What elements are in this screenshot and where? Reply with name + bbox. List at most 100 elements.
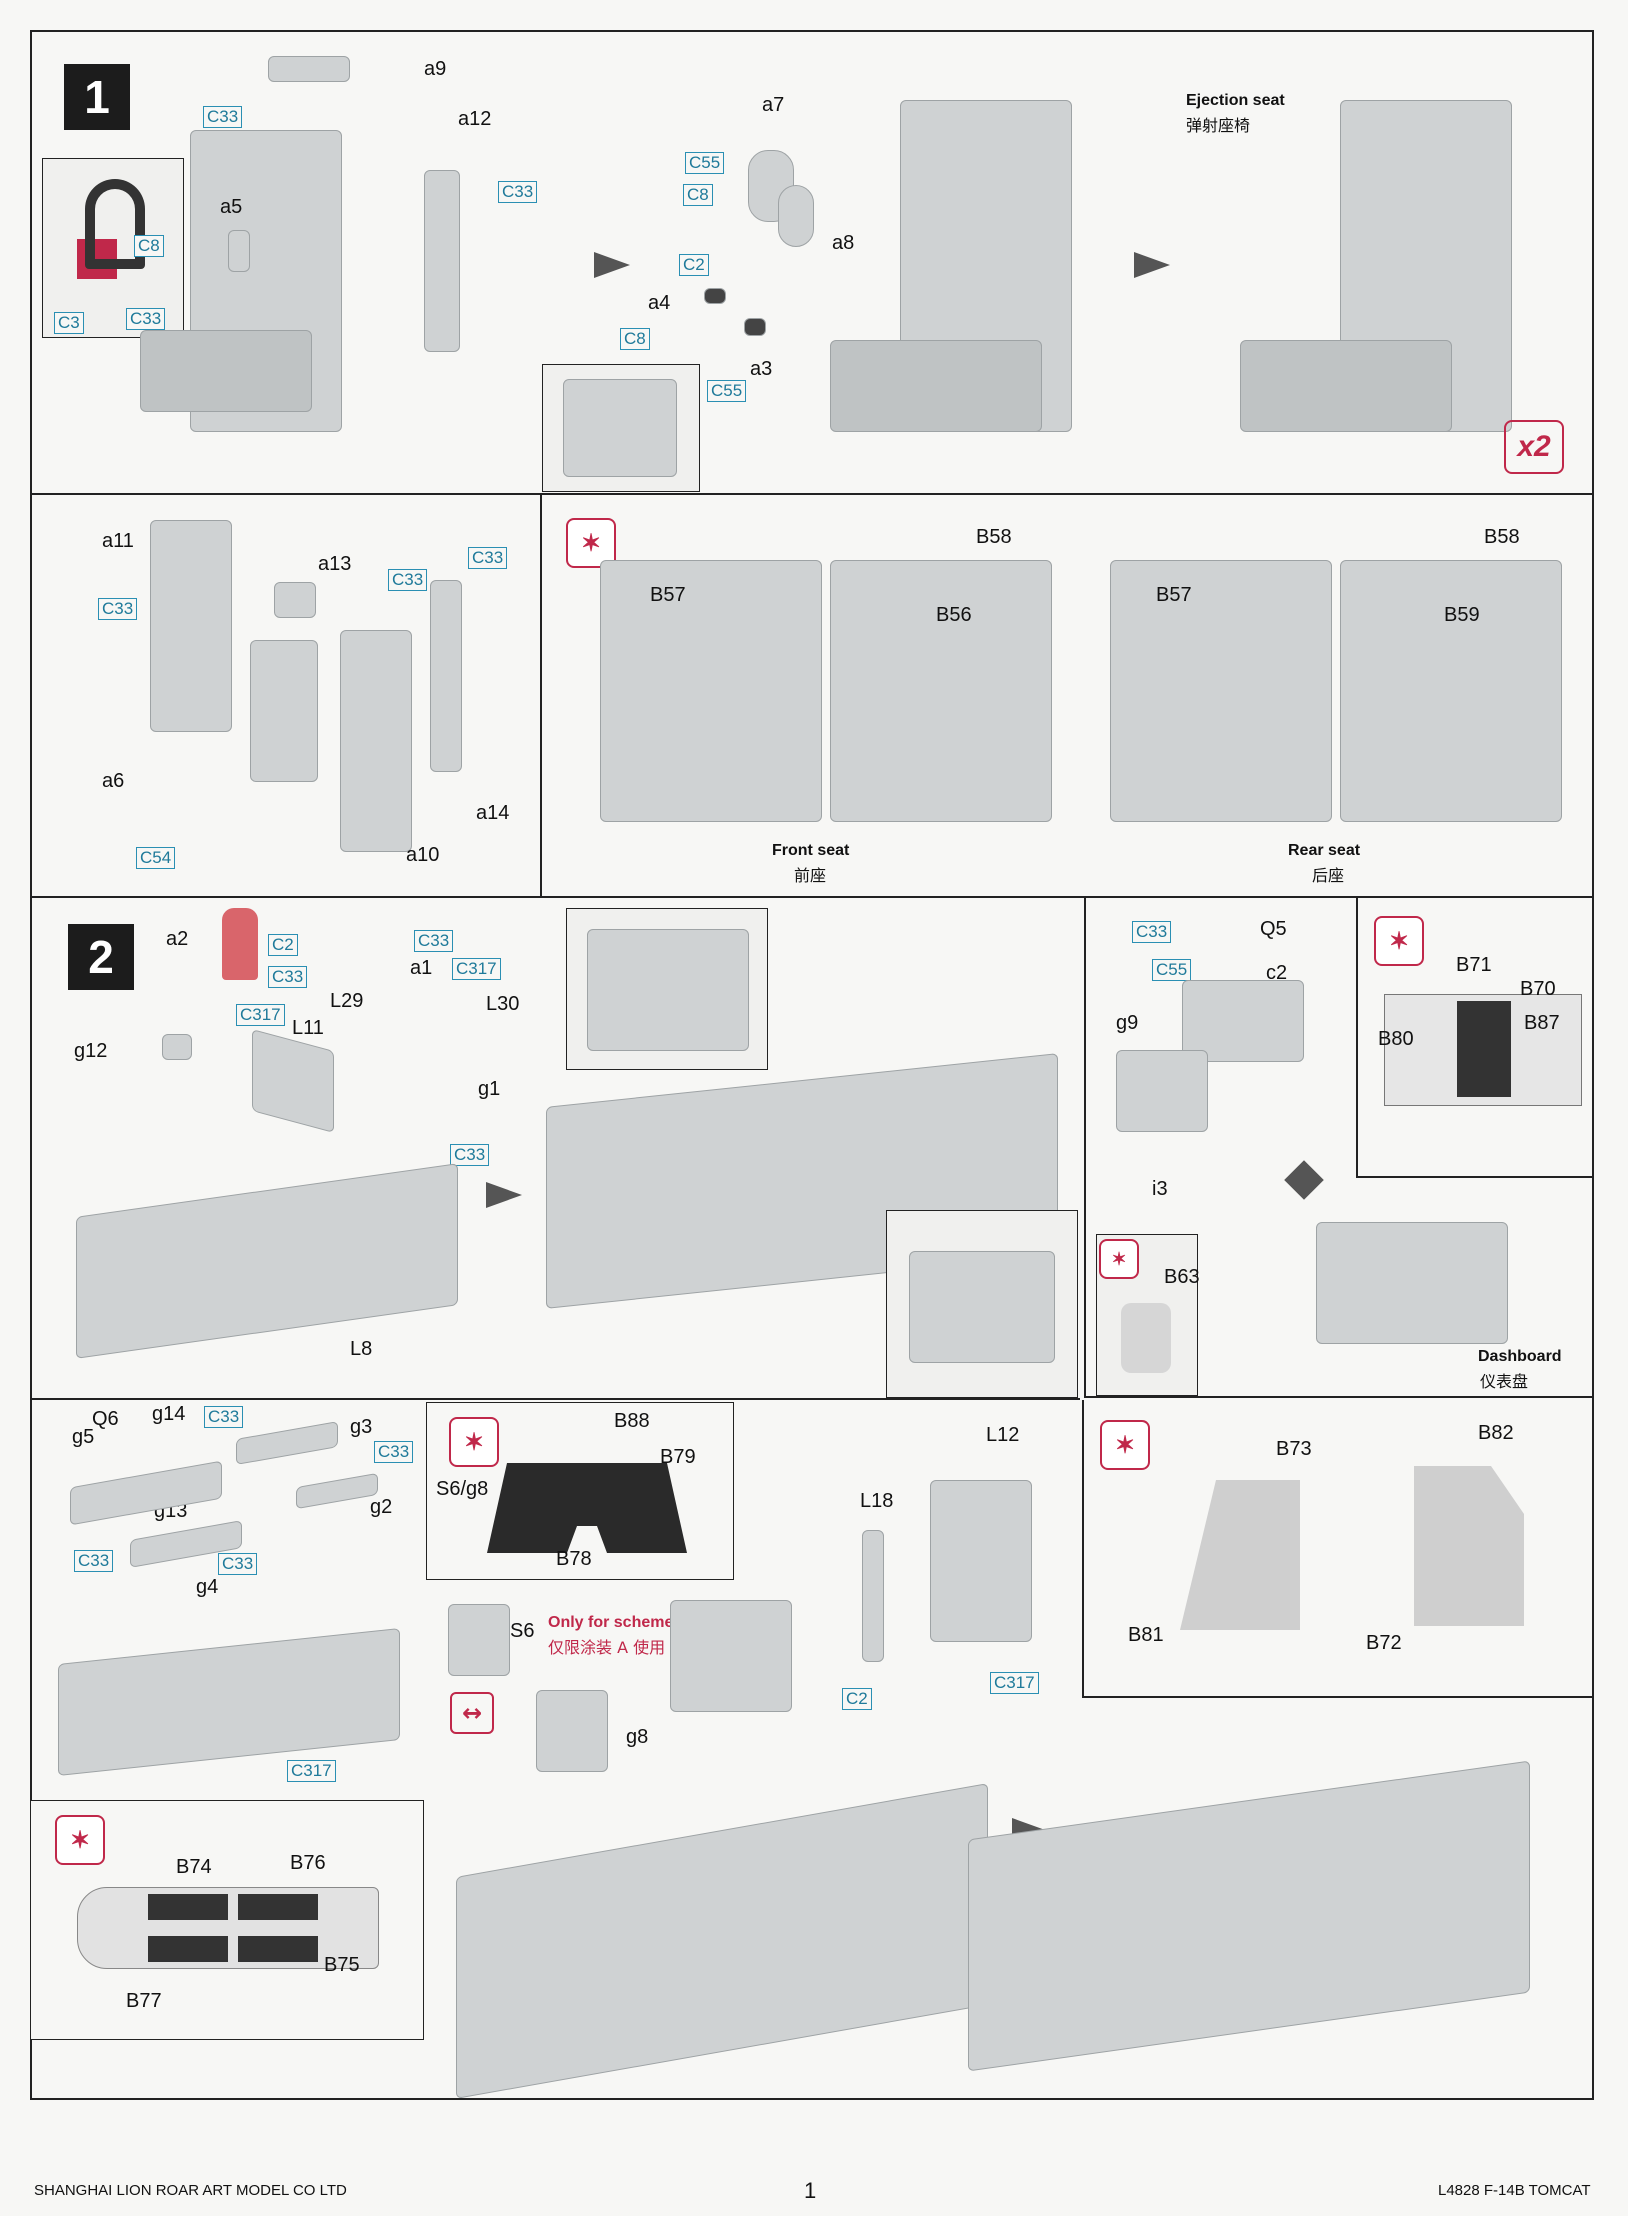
decal-b80: B80 [1378, 1028, 1414, 1050]
side-console-decal-right [1414, 1466, 1524, 1626]
side-panels-right-block-b [238, 1936, 318, 1962]
label-a8: a8 [832, 232, 855, 254]
side-console-decal-left [1180, 1480, 1300, 1630]
quantity-label: x2 [1517, 430, 1551, 463]
color-c33-s2h: C33 [218, 1553, 258, 1575]
color-c33-b: C33 [126, 308, 166, 330]
color-c317-s2c: C317 [287, 1760, 336, 1782]
rear-seat-left-view [1110, 560, 1332, 822]
scheme-a-note-cn: 仅限涂装 A 使用 [548, 1638, 666, 1657]
step-number-2: 2 [68, 924, 134, 990]
color-c33-s2g: C33 [74, 1550, 114, 1572]
label-g9: g9 [1116, 1012, 1139, 1034]
divider-decal-box-bottom [1356, 1176, 1594, 1178]
decal-b57-b: B57 [1156, 584, 1192, 606]
part-a12 [424, 170, 460, 352]
front-seat-label: Front seat [772, 842, 850, 859]
swap-icon: ↔ [450, 1692, 494, 1734]
label-a4: a4 [648, 292, 671, 314]
color-c8-c: C8 [620, 328, 650, 350]
rear-seat-right-view [1340, 560, 1562, 822]
color-c2-s2b: C2 [842, 1688, 872, 1710]
part-g9 [1116, 1050, 1208, 1132]
decal-b57-a: B57 [650, 584, 686, 606]
part-a8 [778, 185, 814, 247]
label-g5: g5 [72, 1426, 95, 1448]
ejection-seat-title: Ejection seat [1186, 92, 1285, 109]
label-g14: g14 [152, 1403, 186, 1425]
decal-b76: B76 [290, 1852, 326, 1874]
b63-inset: ✶ [1096, 1234, 1198, 1396]
decal-b75: B75 [324, 1954, 360, 1976]
frame-left [30, 30, 32, 2100]
divider-side-box-bottom [1082, 1696, 1594, 1698]
step-number-1: 1 [64, 64, 130, 130]
color-c8-b: C8 [683, 184, 713, 206]
rear-seat-label-cn: 后座 [1312, 866, 1345, 885]
step-arrow-1 [594, 252, 630, 278]
color-c317-a: C317 [452, 958, 501, 980]
frame-top [30, 30, 1594, 32]
decal-b71: B71 [1456, 954, 1492, 976]
label-c2: c2 [1266, 962, 1288, 984]
label-a14: a14 [476, 802, 510, 824]
part-a3 [744, 318, 766, 336]
dashboard-decal [1384, 994, 1582, 1106]
label-a2: a2 [166, 928, 189, 950]
footer-page-number: 1 [804, 2178, 817, 2203]
label-a6: a6 [102, 770, 125, 792]
decal-b82: B82 [1478, 1422, 1514, 1444]
side-panels-left-block-b [148, 1936, 228, 1962]
decal-b58-b: B58 [1484, 526, 1520, 548]
part-L11 [252, 1029, 334, 1133]
dashboard-label: Dashboard [1478, 1348, 1562, 1365]
label-S6: S6 [510, 1620, 535, 1642]
part-g5 [70, 1460, 222, 1526]
part-seat-back [250, 640, 318, 782]
color-c33-s2b: C33 [414, 930, 454, 952]
decal-icon-side: ✶ [1100, 1420, 1150, 1470]
part-a13 [274, 582, 316, 618]
cockpit-tub-left [76, 1163, 458, 1359]
ejection-seat-title-cn: 弹射座椅 [1186, 116, 1251, 135]
decal-icon-seats: ✶ [566, 518, 616, 568]
cockpit-tub-lower [58, 1628, 400, 1776]
color-c33-d: C33 [98, 598, 138, 620]
part-L18 [862, 1530, 884, 1662]
panel-detail-part [587, 929, 749, 1051]
decal-b63: B63 [1164, 1266, 1200, 1288]
dashboard-assembled [1316, 1222, 1508, 1344]
color-c2-s2: C2 [268, 934, 298, 956]
part-c2 [1182, 980, 1304, 1062]
color-c3: C3 [54, 312, 84, 334]
label-L12: L12 [986, 1424, 1020, 1446]
label-a13: a13 [318, 553, 352, 575]
color-c33-s2f: C33 [374, 1441, 414, 1463]
decal-b56: B56 [936, 604, 972, 626]
part-g3 [236, 1421, 338, 1465]
label-a12: a12 [458, 108, 492, 130]
decal-icon-panel: ✶ [449, 1417, 499, 1467]
scheme-a-note: Only for scheme A [548, 1614, 689, 1631]
label-L29: L29 [330, 990, 364, 1012]
label-a10: a10 [406, 844, 440, 866]
decal-s6g8: S6/g8 [436, 1478, 489, 1500]
seat-stick-part [909, 1251, 1055, 1363]
decal-icon-side-panels: ✶ [55, 1815, 105, 1865]
color-c317-b: C317 [236, 1004, 285, 1026]
divider-step2 [30, 896, 1594, 898]
seat-center-cushion [830, 340, 1042, 432]
part-S6 [448, 1604, 510, 1676]
label-a3: a3 [750, 358, 773, 380]
color-c55-a: C55 [685, 152, 725, 174]
frame-bottom [30, 2098, 1594, 2100]
divider-dashboard-left [1084, 896, 1086, 1398]
part-a5 [228, 230, 250, 272]
side-panels-right-block [238, 1894, 318, 1920]
color-c33-s2a: C33 [268, 966, 308, 988]
panel-decal-box: ✶ [426, 1402, 734, 1580]
front-seat-left-view [600, 560, 822, 822]
dashboard-label-cn: 仪表盘 [1480, 1372, 1529, 1391]
label-a11: a11 [102, 530, 134, 552]
label-g3: g3 [350, 1416, 373, 1438]
